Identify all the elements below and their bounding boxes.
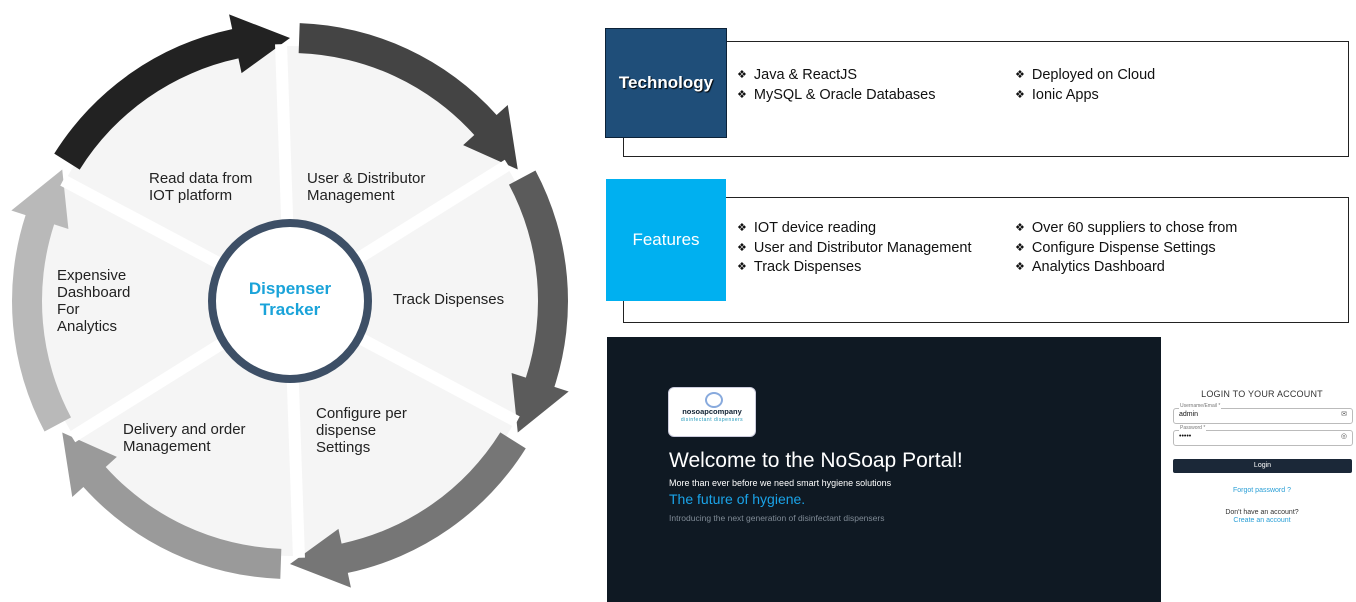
segment-label-track-dispenses: Track Dispenses	[393, 291, 505, 308]
divider-spoke	[68, 338, 226, 443]
features-item: IOT device reading	[737, 219, 971, 239]
segment-label-user-distributor: User & Distributor Management	[307, 170, 426, 204]
login-button[interactable]: Login	[1173, 459, 1352, 473]
features-tag: Features	[606, 179, 726, 301]
technology-item: Ionic Apps	[1015, 86, 1155, 106]
intro-text: Introducing the next generation of disin…	[669, 513, 885, 523]
portal-hero	[607, 337, 1161, 602]
segment-label-read-data: Read data from IOT platform	[149, 170, 253, 204]
logo-mark-icon	[705, 392, 723, 408]
mail-icon: ✉	[1341, 411, 1347, 418]
segment-label-dashboard: Expensive Dashboard For Analytics	[57, 267, 131, 335]
no-account-text: Don't have an account?	[1225, 509, 1299, 516]
forgot-password-link[interactable]: Forgot password ?	[1233, 487, 1291, 494]
features-item: Over 60 suppliers to chose from	[1015, 219, 1238, 239]
technology-col-2: Deployed on Cloud Ionic Apps	[1015, 66, 1155, 105]
arrow-user-distributor	[298, 23, 518, 170]
nosoap-logo: nosoapcompany disinfectant dispensers	[668, 387, 756, 437]
features-item: User and Distributor Management	[737, 239, 972, 259]
divider-spoke	[354, 159, 512, 264]
password-field[interactable]: Password * ••••• ◎	[1173, 425, 1353, 446]
future-tagline: The future of hygiene.	[669, 491, 806, 507]
features-box	[623, 197, 1349, 323]
technology-item: Java & ReactJS	[737, 66, 935, 86]
hub-ring	[208, 219, 372, 383]
arrow-dashboard	[11, 169, 72, 432]
technology-tag: Technology	[605, 28, 727, 138]
lead-text: More than ever before we need smart hygi…	[669, 478, 892, 488]
username-value: admin	[1179, 411, 1199, 418]
username-field[interactable]: Username/Email * admin ✉	[1173, 403, 1353, 424]
technology-item: MySQL & Oracle Databases	[737, 86, 936, 106]
create-account-link[interactable]: Create an account	[1233, 517, 1291, 524]
technology-item: Deployed on Cloud	[1015, 66, 1155, 86]
features-item: Configure Dispense Settings	[1015, 239, 1237, 259]
features-item: Analytics Dashboard	[1015, 258, 1237, 278]
username-label: Username/Email *	[1179, 403, 1222, 409]
cycle-diagram	[11, 14, 569, 588]
logo-subtext: disinfectant dispensers	[680, 417, 744, 423]
technology-box	[623, 41, 1349, 157]
arrow-delivery	[62, 432, 282, 579]
arrow-track-dispenses	[508, 170, 569, 433]
divider-spoke	[60, 175, 223, 269]
features-col-1: IOT device reading User and Distributor …	[737, 219, 972, 278]
eye-off-icon[interactable]: ◎	[1340, 433, 1347, 440]
segment-label-configure: Configure per dispense Settings	[316, 405, 407, 456]
divider-spoke	[357, 333, 520, 427]
technology-col-1: Java & ReactJS MySQL & Oracle Databases	[737, 66, 936, 106]
login-title: LOGIN TO YOUR ACCOUNT	[1201, 389, 1323, 399]
hub-label: Dispenser Tracker	[248, 279, 332, 319]
arrow-configure	[290, 432, 526, 588]
arrow-read-data	[54, 14, 290, 170]
password-value: •••••	[1179, 433, 1192, 440]
welcome-heading: Welcome to the NoSoap Portal!	[669, 449, 963, 472]
features-col-2: Over 60 suppliers to chose from Configur…	[1015, 219, 1238, 278]
logo-text: nosoapcompany	[682, 407, 742, 416]
divider-spoke	[275, 43, 294, 222]
divider-spoke	[286, 380, 305, 559]
features-item: Track Dispenses	[737, 258, 971, 278]
segment-label-delivery: Delivery and order Management	[123, 421, 246, 455]
password-label: Password *	[1179, 425, 1207, 431]
